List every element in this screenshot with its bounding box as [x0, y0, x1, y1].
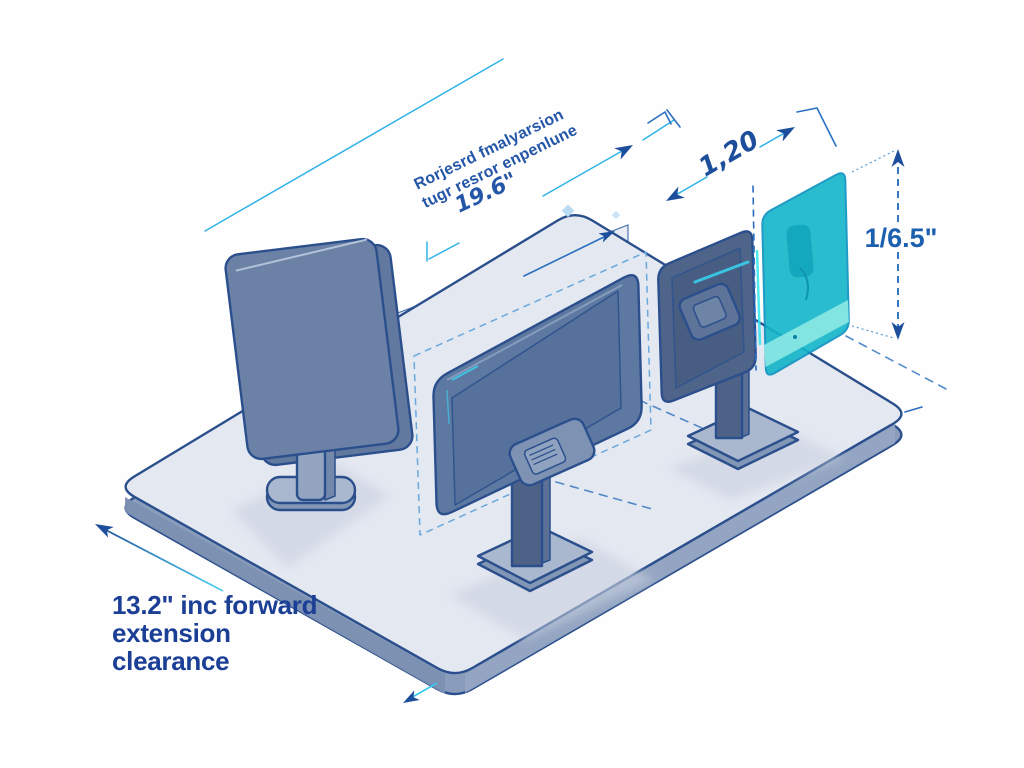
center-monitor — [413, 251, 652, 593]
clearance-annotation: 13.2" inc forward extension clearance — [112, 590, 318, 676]
center-vesa-mount — [508, 417, 596, 487]
front-pointer — [403, 682, 438, 703]
extended-screen-panel — [755, 172, 850, 376]
extension-dimension-label: 1,20 — [694, 125, 765, 183]
dimension-extension — [647, 107, 837, 371]
height-dimension-label: 1/6.5" — [865, 223, 938, 253]
pointer-arrow — [403, 690, 420, 703]
center-monitor-alt-outline — [413, 251, 652, 536]
desk-corner-tick — [904, 406, 923, 413]
small-arrow — [598, 231, 615, 243]
dimension-arrow — [666, 186, 685, 201]
right-monitor — [657, 230, 800, 471]
left-monitor — [224, 237, 414, 512]
dimension-arrow — [891, 149, 905, 167]
dimension-height — [851, 149, 905, 340]
leader-arrow — [95, 524, 114, 538]
dimension-width — [204, 58, 681, 262]
desk-side-left — [125, 497, 445, 694]
center-monitor-inner-panel — [451, 290, 622, 506]
left-monitor-screen — [224, 237, 400, 461]
right-vesa-mount — [678, 282, 741, 341]
desk-side-right — [465, 424, 895, 693]
dimension-arrow — [614, 145, 633, 160]
clearance-leader — [95, 524, 224, 592]
dimension-arrow — [776, 127, 795, 142]
dimension-arrow — [891, 322, 905, 340]
